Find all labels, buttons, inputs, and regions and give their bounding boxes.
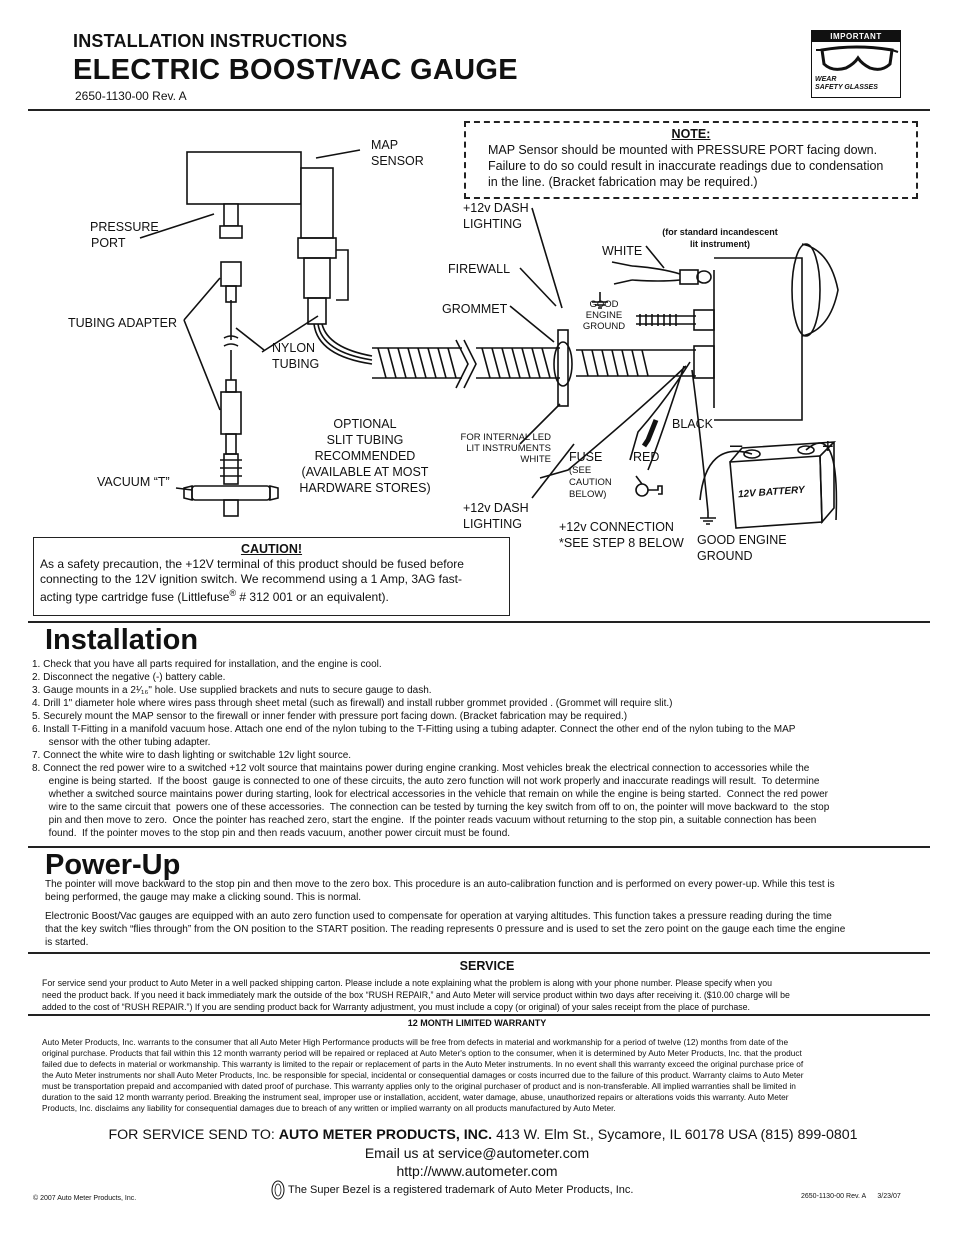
list-item: 1. Check that you have all parts require… xyxy=(32,659,382,670)
list-item: 5. Securely mount the MAP sensor to the … xyxy=(32,711,628,722)
list-item: pin and then move to zero. Once the poin… xyxy=(32,815,817,826)
super-bezel-logo-icon xyxy=(271,1180,285,1200)
list-item: found. If the pointer moves to the stop … xyxy=(32,828,511,839)
label-white-top: WHITE xyxy=(602,244,643,258)
warranty-divider xyxy=(28,1014,930,1016)
wiring-diagram xyxy=(139,149,839,529)
installation-steps: 1. Check that you have all parts require… xyxy=(32,658,932,840)
page-title: ELECTRIC BOOST/VAC GAUGE xyxy=(73,54,518,86)
label-12v-connection: +12v CONNECTION*SEE STEP 8 BELOW xyxy=(559,520,684,550)
label-grommet: GROMMET xyxy=(442,302,508,316)
note-body: MAP Sensor should be mounted with PRESSU… xyxy=(488,143,884,189)
powerup-para-1: The pointer will move backward to the st… xyxy=(45,879,835,903)
powerup-title: Power-Up xyxy=(45,849,181,881)
battery-plus-sign: + xyxy=(822,436,834,458)
footer-email[interactable]: Email us at service@autometer.com xyxy=(364,1145,590,1161)
caution-title: CAUTION! xyxy=(240,542,303,556)
powerup-divider xyxy=(28,846,930,848)
caution-box: CAUTION! As a safety precaution, the +12… xyxy=(33,537,510,616)
part-revision: 2650-1130-00 Rev. A xyxy=(75,89,187,103)
list-item: 2. Disconnect the negative (-) battery c… xyxy=(32,672,226,683)
footer-url[interactable]: http://www.autometer.com xyxy=(396,1163,558,1179)
list-item: engine is being started. If the boost ga… xyxy=(32,776,820,787)
label-tubing-adapter: TUBING ADAPTER xyxy=(68,316,178,330)
label-vacuum-t: VACUUM “T” xyxy=(97,475,170,489)
safety-glasses-badge: IMPORTANT WEAR SAFETY GLASSES xyxy=(811,30,901,98)
warranty-title: 12 MONTH LIMITED WARRANTY xyxy=(407,1018,547,1028)
footer-part-date: 2650-1130-00 Rev. A 3/23/07 xyxy=(801,1193,901,1200)
installation-divider xyxy=(28,621,930,623)
installation-title: Installation xyxy=(45,624,199,656)
note-title: NOTE: xyxy=(671,127,711,141)
list-item: 6. Install T-Fitting in a manifold vacuu… xyxy=(32,724,796,735)
note-box: NOTE: MAP Sensor should be mounted with … xyxy=(464,121,918,199)
label-fuse: FUSE xyxy=(569,450,603,464)
caution-body: As a safety precaution, the +12V termina… xyxy=(40,557,464,604)
battery-minus-sign: – xyxy=(730,432,743,457)
label-black: BLACK xyxy=(672,417,713,431)
badge-line-2: SAFETY GLASSES xyxy=(815,84,878,91)
footer-trademark: The Super Bezel is a registered trademar… xyxy=(288,1184,634,1196)
list-item: 8. Connect the red power wire to a switc… xyxy=(32,763,810,774)
list-item: 7. Connect the white wire to dash lighti… xyxy=(32,750,352,761)
badge-line-1: WEAR xyxy=(815,76,837,83)
service-title: SERVICE xyxy=(459,959,515,973)
service-body: For service send your product to Auto Me… xyxy=(42,978,790,1013)
badge-title: IMPORTANT xyxy=(812,31,900,42)
footer-address: FOR SERVICE SEND TO: AUTO METER PRODUCTS… xyxy=(108,1127,858,1143)
list-item: 4. Drill 1" diameter hole where wires pa… xyxy=(32,698,673,709)
subtitle: INSTALLATION INSTRUCTIONS xyxy=(73,31,348,51)
powerup-para-2: Electronic Boost/Vac gauges are equipped… xyxy=(45,911,846,948)
list-item: whether a switched source maintains powe… xyxy=(32,789,828,800)
list-item: sensor with the other tubing adapter. xyxy=(32,737,211,748)
footer-copyright: © 2007 Auto Meter Products, Inc. xyxy=(33,1195,137,1202)
list-item: 3. Gauge mounts in a 2¹⁄₁₆" hole. Use su… xyxy=(32,685,432,696)
safety-glasses-icon xyxy=(816,45,899,71)
header-divider xyxy=(28,109,930,111)
service-divider xyxy=(28,952,930,954)
warranty-body: Auto Meter Products, Inc. warrants to th… xyxy=(42,1037,804,1113)
label-red: RED xyxy=(633,450,660,464)
list-item: wire to the same circuit that powers one… xyxy=(32,802,830,813)
label-firewall: FIREWALL xyxy=(448,262,511,276)
